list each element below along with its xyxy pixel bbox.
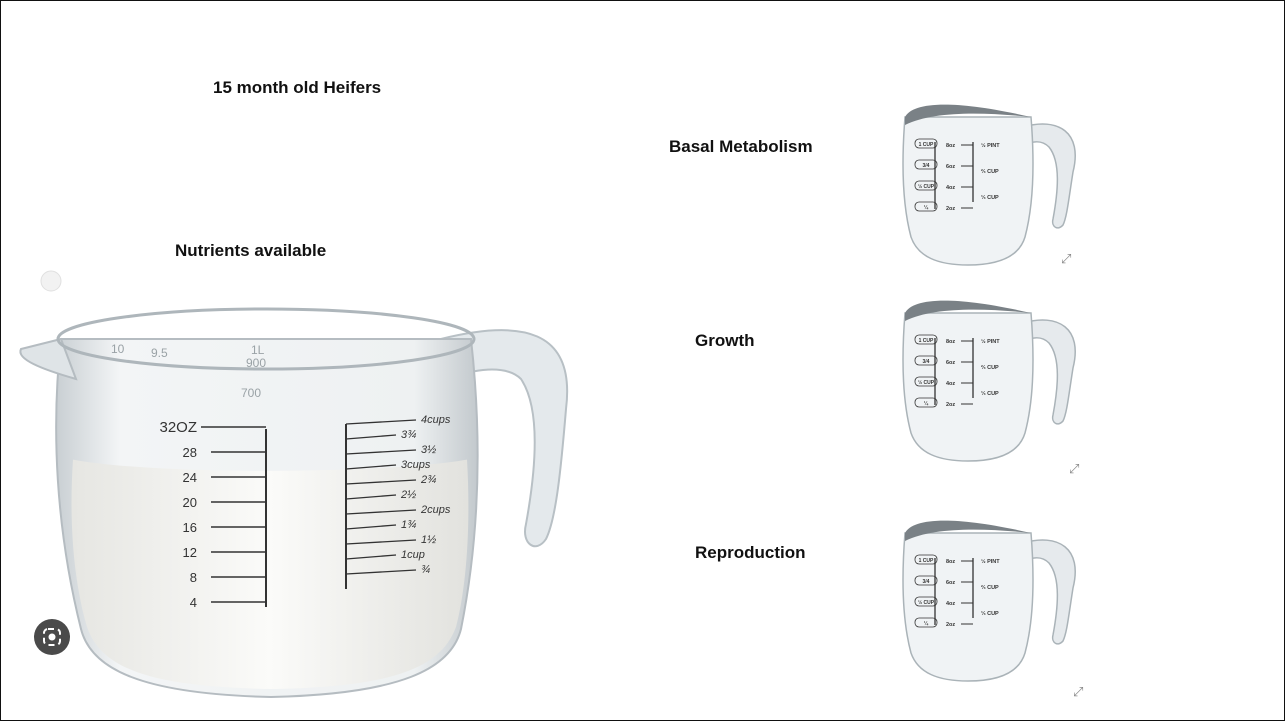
scale-mark-label: ½ PINT (981, 142, 1000, 149)
scale-mark-label: ⅓ CUP (981, 391, 999, 397)
scale-mark-label: 3½ (421, 444, 436, 456)
scale-mark-label: 4 (190, 595, 197, 610)
faint-scale-label: 9.5 (151, 346, 168, 360)
basal-metabolism-label: Basal Metabolism (669, 137, 813, 157)
small-measuring-cup-basal: 1 CUP3/4½ CUP¼8oz6oz4oz2oz½ PINT⅔ CUP⅓ C… (873, 97, 1083, 267)
scale-mark-label: 24 (183, 470, 197, 485)
scale-mark-label: ⅔ CUP (981, 365, 999, 371)
scale-mark-label: 3/4 (923, 359, 930, 365)
scale-mark-label: 1 CUP (919, 338, 934, 344)
scale-mark-label: 20 (183, 495, 197, 510)
scale-mark-label: 1¾ (401, 519, 416, 531)
scale-mark-label: 4oz (946, 601, 955, 607)
scale-mark-label: 2oz (946, 402, 955, 408)
scale-mark-label: 2oz (946, 622, 955, 628)
lens-search-icon (42, 627, 62, 647)
scale-mark-label: 8oz (946, 339, 955, 345)
scale-mark-label: ½ PINT (981, 338, 1000, 345)
scale-mark-label: ¾ (421, 564, 430, 576)
scale-mark-label: 3cups (401, 459, 431, 471)
scale-mark-label: 2½ (400, 489, 416, 501)
scale-mark-label: 12 (183, 545, 197, 560)
slide-title: 15 month old Heifers (213, 78, 381, 98)
faint-scale-label: 1L (251, 343, 265, 357)
scale-mark-label: ⅔ CUP (981, 585, 999, 591)
scale-mark-label: 32OZ (159, 419, 197, 436)
scale-mark-label: ½ CUP (918, 183, 935, 190)
scale-mark-label: 1 CUP (919, 558, 934, 564)
expand-arrows-icon[interactable]: ⤢ (1061, 251, 1071, 267)
scale-mark-label: 3/4 (923, 163, 930, 169)
faint-scale-label: 10 (111, 342, 125, 356)
scale-mark-label: ⅓ CUP (981, 611, 999, 617)
expand-arrows-icon[interactable]: ⤢ (1073, 684, 1083, 700)
scale-mark-label: 2cups (420, 504, 451, 516)
scale-mark-label: 3/4 (923, 579, 930, 585)
scale-mark-label: 8oz (946, 559, 955, 565)
scale-mark-label: ½ CUP (918, 379, 935, 386)
scale-mark-label: ½ PINT (981, 558, 1000, 565)
scale-mark-label: 8oz (946, 143, 955, 149)
scale-mark-label: 1 CUP (919, 142, 934, 148)
expand-arrows-icon[interactable]: ⤢ (1069, 461, 1079, 477)
reproduction-label: Reproduction (695, 543, 806, 563)
lens-search-button[interactable] (34, 619, 70, 655)
scale-mark-label: 4oz (946, 381, 955, 387)
faint-scale-label: 900 (246, 356, 266, 370)
scale-mark-label: 6oz (946, 360, 955, 366)
scale-mark-label: 6oz (946, 580, 955, 586)
large-measuring-cup-image: 32OZ 28 24 20 16 12 8 4 4cups 3¾ 3½ 3cups 2¾ 2½ 2cups… (1, 269, 601, 714)
scale-mark-label: 4cups (421, 414, 451, 426)
scale-mark-label: ⅓ CUP (981, 195, 999, 201)
scale-mark-label: ½ CUP (918, 599, 935, 606)
scale-mark-label: 4oz (946, 185, 955, 191)
scale-mark-label: 16 (183, 520, 197, 535)
growth-label: Growth (695, 331, 755, 351)
faint-scale-label: 700 (241, 386, 261, 400)
scale-mark-label: 8 (190, 570, 197, 585)
scale-mark-label: ⅔ CUP (981, 169, 999, 175)
scale-mark-label: 2¾ (420, 474, 436, 486)
small-measuring-cup-growth: 1 CUP3/4½ CUP¼8oz6oz4oz2oz½ PINT⅔ CUP⅓ C… (873, 293, 1083, 463)
scale-mark-label: 1½ (421, 534, 436, 546)
scale-mark-label: 2oz (946, 206, 955, 212)
scale-mark-label: 28 (183, 445, 197, 460)
scale-mark-label: 1cup (401, 549, 425, 561)
nutrients-available-label: Nutrients available (175, 241, 326, 261)
scale-mark-label: 6oz (946, 164, 955, 170)
scale-mark-label: 3¾ (401, 429, 416, 441)
small-measuring-cup-reproduction: 1 CUP3/4½ CUP¼8oz6oz4oz2oz½ PINT⅔ CUP⅓ C… (873, 513, 1083, 683)
faint-circle-icon (41, 271, 61, 291)
